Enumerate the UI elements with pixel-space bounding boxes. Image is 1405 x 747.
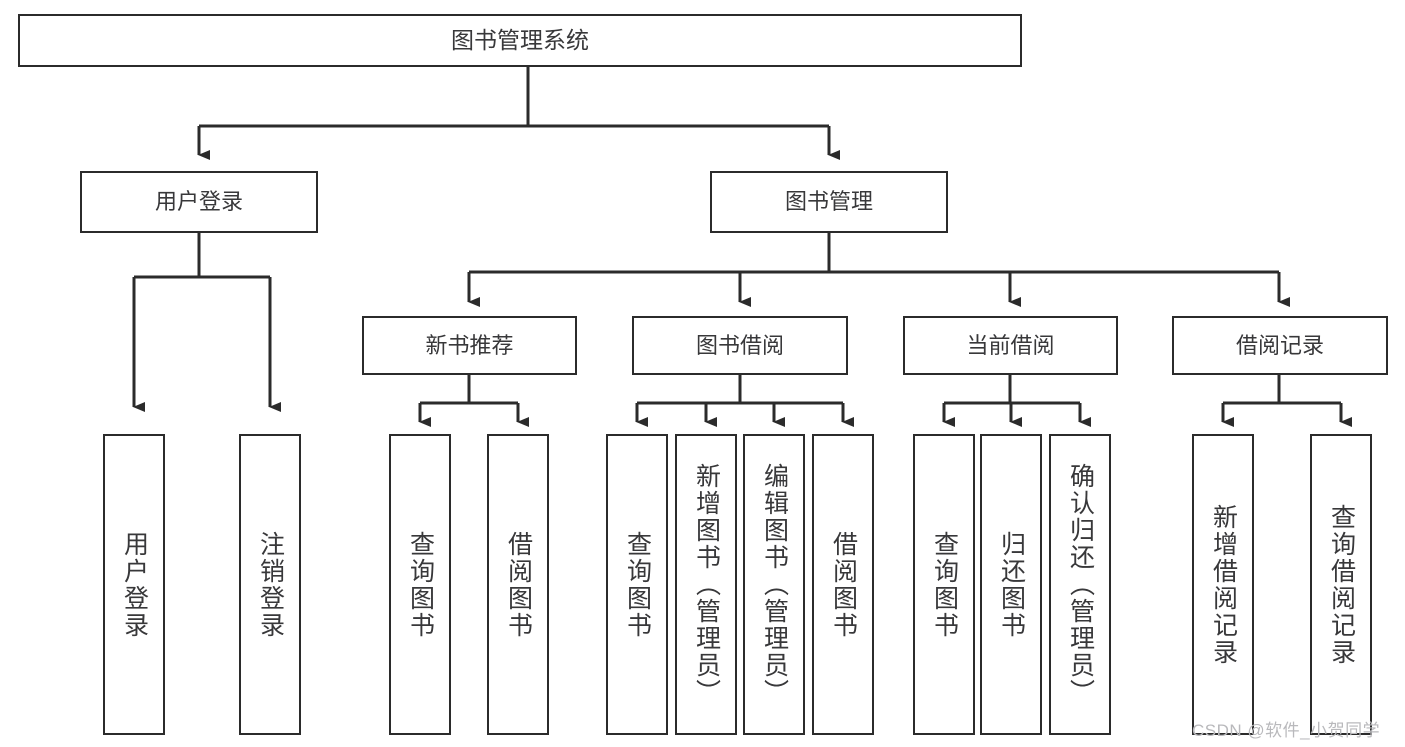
node-label: 用户登录: [120, 530, 149, 639]
leaf-borrow-record-add[interactable]: 新增借阅记录: [1192, 434, 1254, 735]
leaf-new-book-query[interactable]: 查询图书: [389, 434, 451, 735]
leaf-current-borrow-query[interactable]: 查询图书: [913, 434, 975, 735]
node-label: 借阅图书: [829, 530, 858, 639]
node-label: 借阅图书: [504, 530, 533, 639]
leaf-book-borrow-lend[interactable]: 借阅图书: [812, 434, 874, 735]
node-book-management[interactable]: 图书管理: [710, 171, 948, 233]
leaf-current-borrow-confirm-return[interactable]: 确认归还（管理员）: [1049, 434, 1111, 735]
node-label: 查询图书: [623, 530, 652, 639]
node-label: 编辑图书（管理员）: [760, 463, 789, 706]
node-label: 用户登录: [154, 189, 243, 215]
node-label: 图书管理系统: [451, 26, 589, 53]
leaf-book-borrow-add[interactable]: 新增图书（管理员）: [675, 434, 737, 735]
node-label: 新增图书（管理员）: [692, 463, 721, 706]
leaf-borrow-record-query[interactable]: 查询借阅记录: [1310, 434, 1372, 735]
node-root-library-system[interactable]: 图书管理系统: [18, 14, 1022, 67]
node-label: 查询图书: [406, 530, 435, 639]
node-label: 图书借阅: [695, 332, 784, 358]
node-label: 查询借阅记录: [1327, 503, 1356, 666]
node-new-book-recommend[interactable]: 新书推荐: [362, 316, 577, 375]
leaf-book-borrow-edit[interactable]: 编辑图书（管理员）: [743, 434, 805, 735]
leaf-new-book-borrow[interactable]: 借阅图书: [487, 434, 549, 735]
node-label: 确认归还（管理员）: [1066, 463, 1095, 706]
node-borrow-record[interactable]: 借阅记录: [1172, 316, 1388, 375]
node-label: 新书推荐: [425, 332, 514, 358]
csdn-watermark: CSDN @软件_小贺同学: [1192, 721, 1381, 740]
node-label: 当前借阅: [966, 332, 1055, 358]
node-label: 新增借阅记录: [1209, 503, 1238, 666]
node-label: 注销登录: [256, 530, 285, 639]
node-label: 图书管理: [784, 189, 873, 215]
node-current-borrow[interactable]: 当前借阅: [903, 316, 1118, 375]
leaf-user-login-signin[interactable]: 用户登录: [103, 434, 165, 735]
leaf-user-login-signout[interactable]: 注销登录: [239, 434, 301, 735]
leaf-current-borrow-return[interactable]: 归还图书: [980, 434, 1042, 735]
leaf-book-borrow-query[interactable]: 查询图书: [606, 434, 668, 735]
node-label: 归还图书: [997, 530, 1026, 639]
node-user-login[interactable]: 用户登录: [80, 171, 318, 233]
node-label: 查询图书: [930, 530, 959, 639]
node-book-borrow[interactable]: 图书借阅: [632, 316, 848, 375]
node-label: 借阅记录: [1235, 332, 1324, 358]
